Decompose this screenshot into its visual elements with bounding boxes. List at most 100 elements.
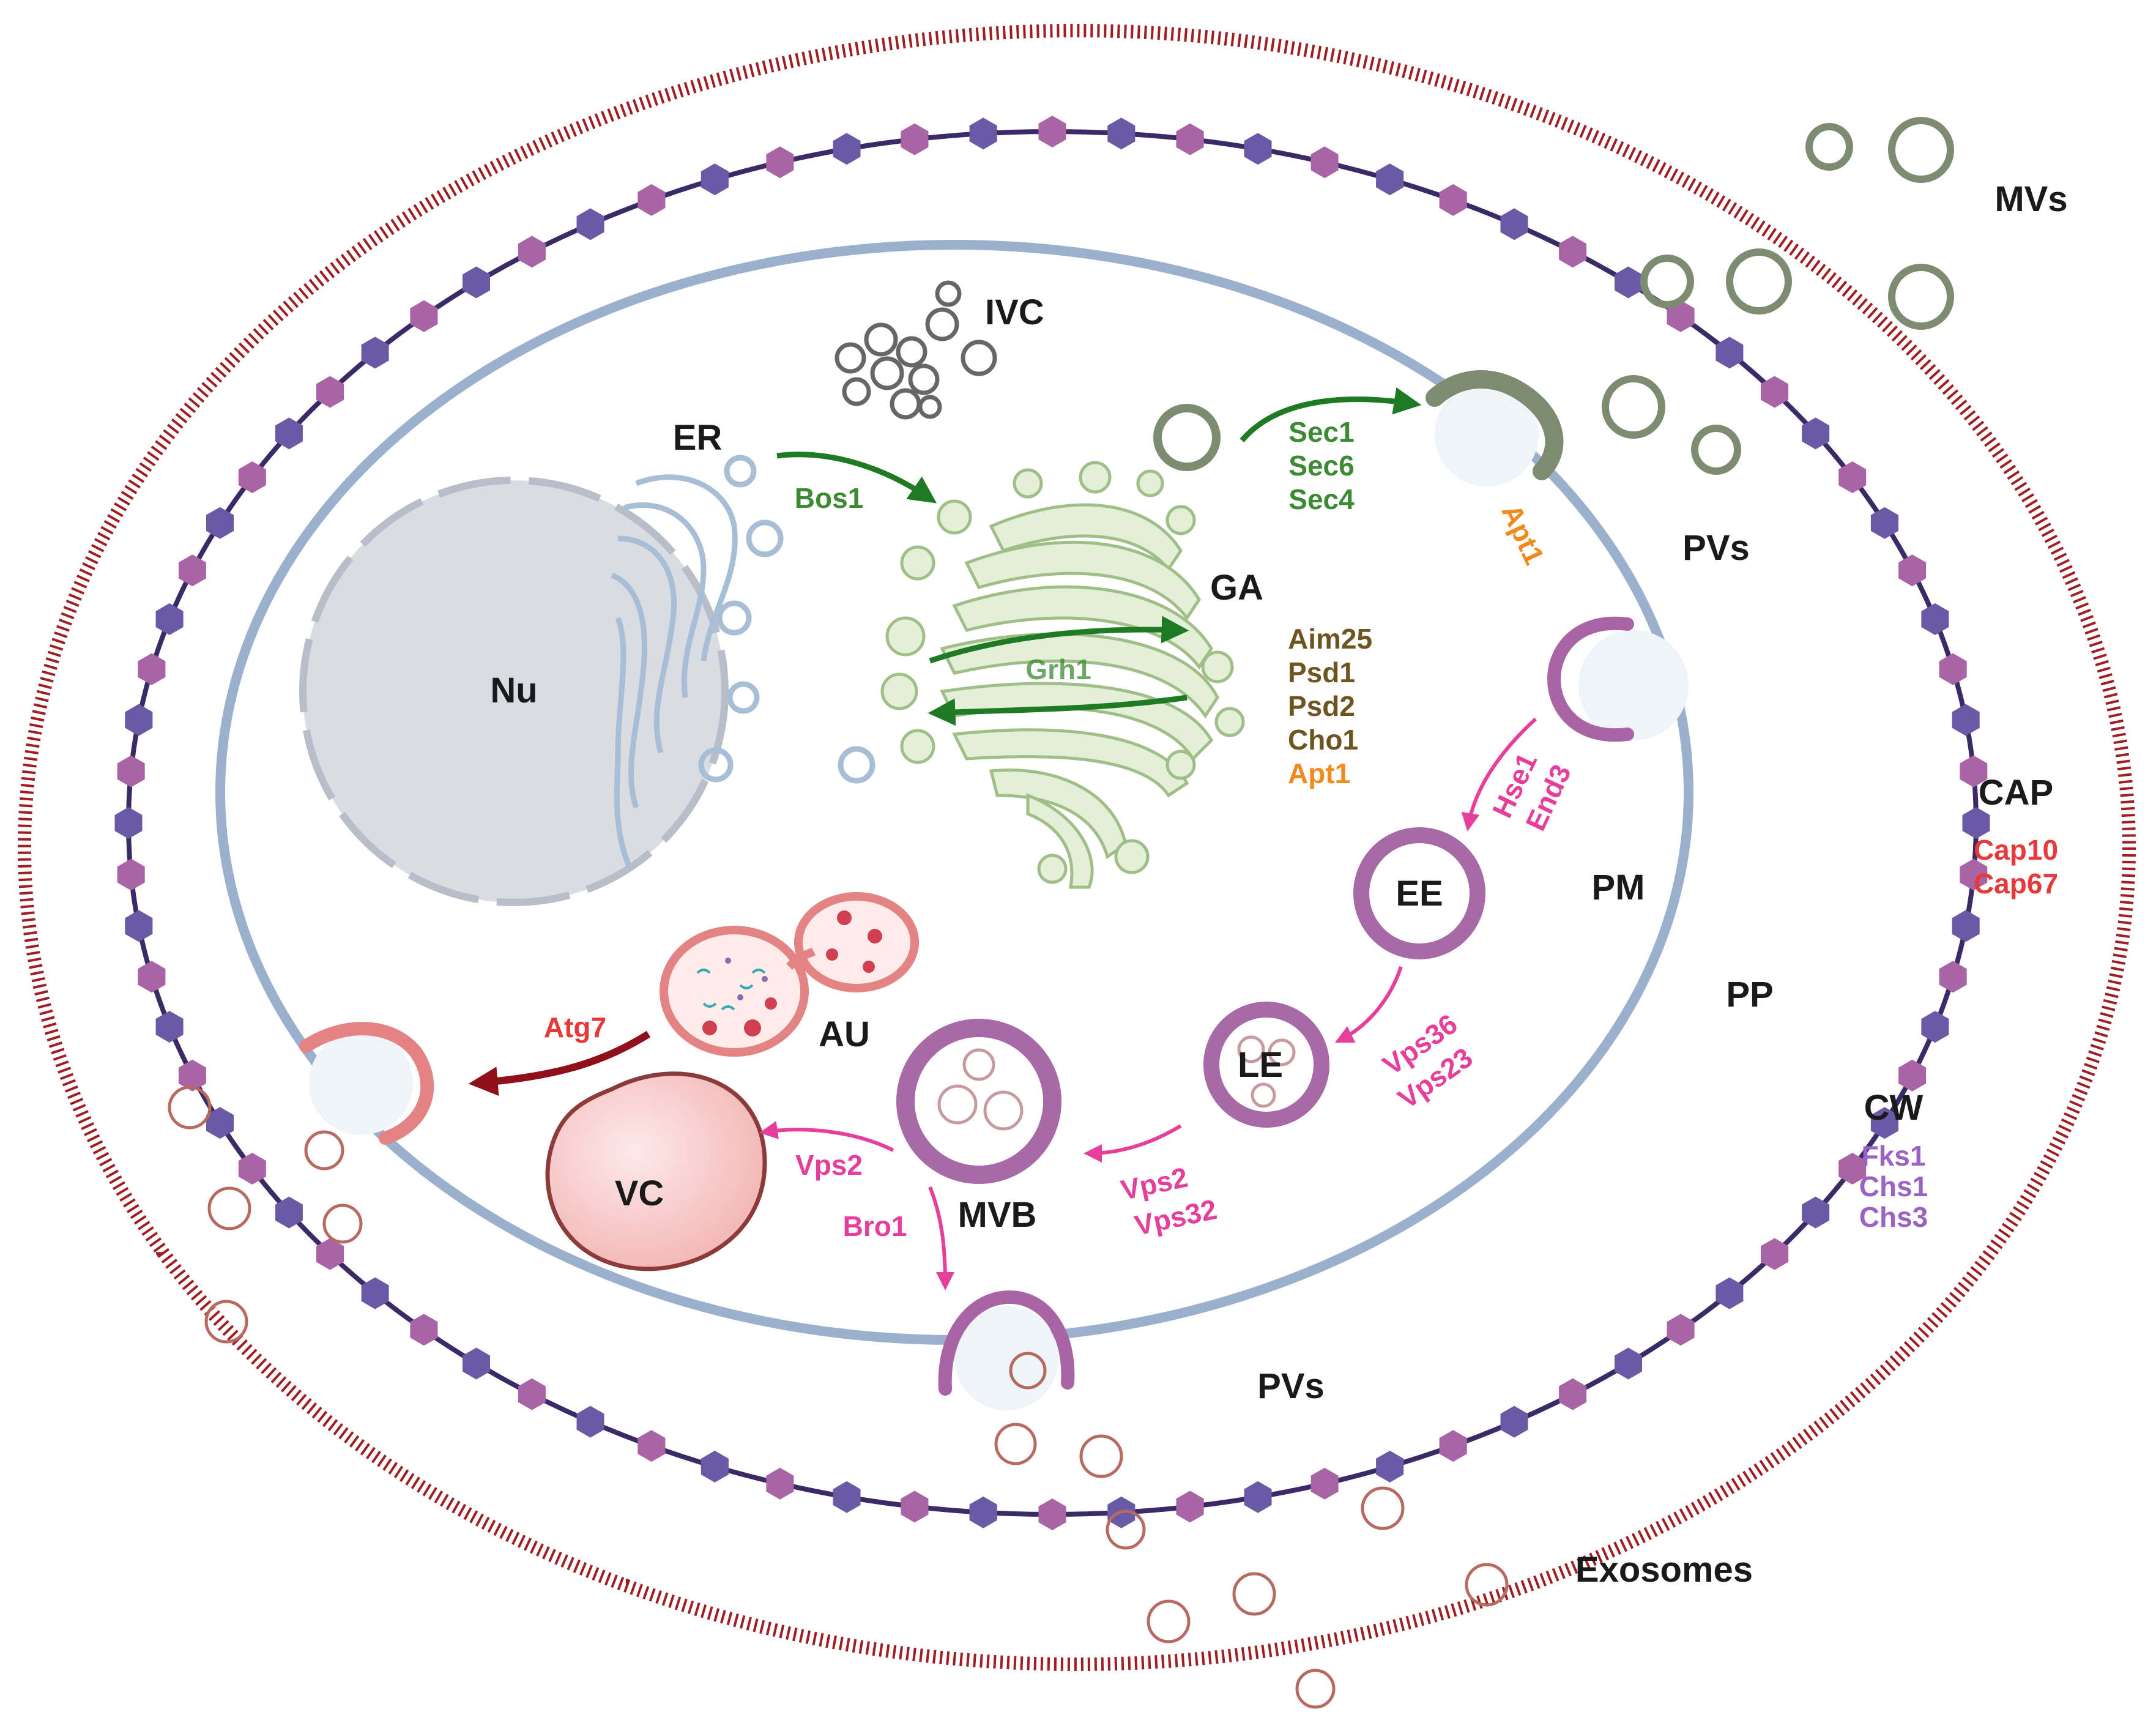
protein-bro1: Bro1 (843, 1210, 907, 1242)
cell-wall-bead (1244, 1481, 1272, 1513)
cell-wall-bead (969, 1496, 997, 1528)
label-vc: VC (615, 1174, 664, 1213)
cell-wall-bead (1939, 653, 1967, 685)
vps36-vps23-arrow (1334, 966, 1403, 1043)
protein-grh1: Grh1 (1025, 653, 1091, 685)
cell-wall-bead (1960, 858, 1988, 891)
protein-psd2: Psd2 (1288, 690, 1355, 722)
cell-wall-bead (361, 337, 389, 369)
cell-wall-bead (969, 117, 997, 150)
cell-wall-bead (463, 266, 490, 299)
protein-atg7: Atg7 (544, 1011, 606, 1043)
cell-wall-bead (238, 461, 266, 493)
grh1-arrow-left (927, 694, 1188, 726)
cell-wall-bead (1921, 603, 1949, 635)
cell-wall-bead (1667, 300, 1695, 332)
cell-wall-bead (316, 1238, 344, 1270)
label-pm: PM (1592, 868, 1645, 907)
cell-wall-bead (1310, 146, 1339, 179)
cell-wall-bead (361, 1277, 389, 1309)
protein-psd1: Psd1 (1288, 657, 1355, 688)
cell-wall-bead (1376, 163, 1404, 196)
bos1-arrow (776, 452, 937, 504)
cell-wall-bead (178, 1059, 206, 1092)
cell-wall-bead (1870, 1107, 1898, 1139)
label-au: AU (819, 1014, 870, 1054)
cell-wall-bead (1107, 117, 1136, 150)
cell-wall-bead (638, 184, 666, 216)
label-pp: PP (1726, 975, 1773, 1014)
label-ga: GA (1210, 568, 1263, 608)
cell-wall-bead (275, 417, 303, 450)
cell-wall-bead (463, 1347, 490, 1380)
label-pvs-top: PVs (1682, 528, 1750, 568)
cell-wall-bead (1667, 1314, 1695, 1346)
cell-wall-bead (1870, 507, 1898, 539)
cell-wall-bead (316, 376, 344, 408)
protein-cap10: Cap10 (1974, 834, 2058, 866)
cell-wall-bead (125, 704, 153, 736)
cell-wall-bead (1559, 1378, 1587, 1410)
cell-wall-bead (117, 755, 145, 787)
cell-wall-bead (1952, 704, 1980, 736)
cell-wall-bead (125, 910, 153, 942)
cell-wall (114, 116, 1990, 1530)
cell-wall-bead (1761, 376, 1789, 408)
late-endosome (1203, 1002, 1329, 1128)
protein-fks1: Fks1 (1862, 1140, 1926, 1172)
cell-wall-bead (178, 554, 206, 587)
cell-wall-bead (410, 1314, 438, 1346)
cell-wall-bead (1038, 116, 1066, 147)
cell-wall-bead (833, 1481, 861, 1513)
protein-sec4: Sec4 (1288, 483, 1355, 515)
cell-wall-bead (901, 123, 929, 155)
cell-wall-bead (701, 1450, 729, 1483)
cell-wall-bead (117, 858, 145, 891)
cell-wall-bead (518, 236, 546, 268)
protein-apt1-golgi: Apt1 (1288, 757, 1350, 789)
cell-wall-bead (1615, 266, 1642, 299)
secretory-vesicle (1153, 404, 1221, 471)
cell-wall-bead (1952, 910, 1980, 942)
cell-wall-bead (1038, 1498, 1066, 1530)
protein-cho1: Cho1 (1288, 724, 1358, 756)
protein-sec1: Sec1 (1288, 416, 1354, 448)
pv-fusion-right (1547, 616, 1689, 742)
endoplasmic-reticulum (611, 455, 875, 870)
cell-wall-bead (1244, 133, 1272, 165)
atg7-arrow (468, 1030, 651, 1096)
protein-cap67: Cap67 (1974, 868, 2058, 899)
cell-wall-bead (114, 807, 143, 839)
cell-wall-bead (1310, 1467, 1339, 1500)
cell-wall-bead (1960, 755, 1988, 787)
protein-sec6: Sec6 (1288, 450, 1354, 482)
label-ivc: IVC (985, 292, 1044, 332)
hse1-end3-arrow (1461, 717, 1537, 832)
label-er: ER (673, 418, 723, 458)
cell-wall-bead (1921, 1011, 1949, 1043)
cell-wall-bead (1439, 184, 1467, 216)
cell-wall-bead (206, 507, 234, 539)
cell-wall-bead (833, 133, 861, 165)
cell-wall-bead (1838, 461, 1867, 493)
label-pvs-bottom: PVs (1257, 1366, 1325, 1406)
protein-aim25: Aim25 (1288, 623, 1372, 655)
cell-wall-bead (1898, 554, 1927, 587)
cell-wall-bead (1615, 1347, 1642, 1380)
cell-wall-bead (138, 961, 166, 993)
cell-wall-bead (766, 1467, 794, 1500)
cell-wall-bead (518, 1378, 546, 1410)
cell-wall-bead (155, 1011, 184, 1043)
protein-bos1: Bos1 (795, 482, 863, 514)
pv-fusion-bottom (938, 1290, 1075, 1410)
cell-wall-bead (1176, 1491, 1204, 1523)
sec-arrow (1240, 387, 1422, 442)
cell-wall-bead (410, 300, 438, 332)
cell-wall-bead (1716, 1277, 1744, 1309)
microvesicles (1602, 117, 1954, 475)
ivc-vesicle-cluster (835, 280, 997, 420)
protein-chs1: Chs1 (1859, 1170, 1928, 1202)
pv-fusion-top (1426, 370, 1564, 486)
cell-wall-bead (638, 1430, 666, 1462)
